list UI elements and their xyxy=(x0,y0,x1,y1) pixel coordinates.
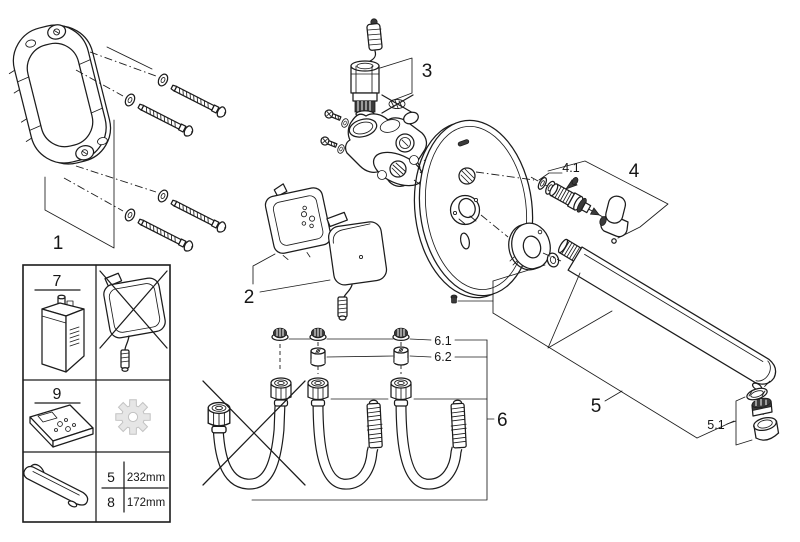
plate-slot xyxy=(459,232,471,250)
mounting-bracket xyxy=(8,24,112,165)
adapter xyxy=(310,347,326,367)
spout-body xyxy=(567,246,777,391)
part3-solenoid-group: 3 xyxy=(350,18,433,127)
hose-crossed-out xyxy=(202,377,306,490)
dimension-value-232mm: 232mm xyxy=(127,472,165,484)
mounting-screw xyxy=(168,81,229,120)
part1-mounting-bracket-group: 1 xyxy=(8,24,229,254)
dimension-table-lines xyxy=(101,461,169,513)
remote-control-icon xyxy=(29,404,94,448)
adapter xyxy=(393,346,409,366)
electronics-cover xyxy=(326,211,388,321)
valve-body-group xyxy=(319,108,449,199)
legend-battery-cell: 7 xyxy=(34,273,85,373)
cross-out-mark xyxy=(202,380,306,486)
legend-label-9: 9 xyxy=(53,386,62,403)
callout-label-3: 3 xyxy=(422,61,433,82)
plate-set-screw xyxy=(450,294,458,304)
screw-washer xyxy=(155,187,171,205)
plate-center-boss xyxy=(449,194,481,226)
part4-callout-lines xyxy=(538,160,669,239)
callout-label-6: 6 xyxy=(497,410,508,431)
dimension-value-172mm: 172mm xyxy=(127,497,165,509)
crossed-out-cover-icon xyxy=(99,270,168,372)
callout-label-4-1: 4.1 xyxy=(562,161,579,175)
handle-screw xyxy=(564,177,579,190)
callout-label-4: 4 xyxy=(629,161,640,182)
escutcheon-plate xyxy=(413,119,535,304)
valve-washer xyxy=(336,143,346,155)
spout-icon xyxy=(23,463,89,508)
part2-callout-lines xyxy=(252,253,331,293)
part1-callout-lines xyxy=(44,46,153,249)
part6-callout-lines xyxy=(251,338,495,501)
lever-handle xyxy=(599,195,629,244)
callout-label-6-1: 6.1 xyxy=(434,334,451,348)
part5-spout-group: 5 5.1 xyxy=(457,238,780,446)
part2-electronics-group: 2 xyxy=(244,183,388,321)
legend-grid-lines xyxy=(22,264,171,523)
legend-crossed-cover-cell xyxy=(99,270,168,372)
hose xyxy=(307,377,384,490)
crossed-out-part-icon xyxy=(381,94,414,114)
solenoid-cable-plug xyxy=(363,18,383,70)
callout-label-1: 1 xyxy=(53,233,64,254)
filter-cap xyxy=(392,327,410,342)
callout-label-6-2: 6.2 xyxy=(434,350,451,364)
battery-pack-icon xyxy=(41,294,85,373)
callout-label-5-1: 5.1 xyxy=(707,418,724,432)
mounting-screw xyxy=(135,215,196,254)
legend-label-7: 7 xyxy=(53,273,62,290)
filter-cap xyxy=(271,327,289,342)
callout-label-5: 5 xyxy=(591,396,602,417)
gear-icon xyxy=(115,399,151,435)
legend-table: 7 xyxy=(22,264,171,523)
legend-dimensions: 5 232mm 8 172mm xyxy=(101,461,169,513)
screw-washer xyxy=(155,71,171,89)
mounting-screw xyxy=(135,100,196,139)
sensor-window xyxy=(457,139,470,147)
callout-label-2: 2 xyxy=(244,287,255,308)
mounting-screw xyxy=(168,196,229,235)
part5-callout-lines xyxy=(457,264,753,446)
part4-handle-group: 4 4.1 xyxy=(530,160,669,244)
rosette-flange xyxy=(508,222,562,271)
valve-screw xyxy=(319,135,339,150)
aerator-parts xyxy=(746,380,780,441)
hose xyxy=(390,377,468,490)
dimension-part-8: 8 xyxy=(107,494,115,510)
dimension-part-5: 5 xyxy=(107,469,115,485)
filter-cap xyxy=(309,327,327,342)
valve-screw xyxy=(323,108,343,123)
solenoid-body xyxy=(350,60,380,127)
part3-callout-lines xyxy=(379,57,413,102)
cartridge-spindle xyxy=(530,176,605,219)
part6-hoses-group: 6.1 6.2 6 xyxy=(202,327,508,501)
screw-washer xyxy=(122,91,138,109)
legend-remote-cell: 9 xyxy=(29,386,94,448)
screw-washer xyxy=(122,206,138,224)
electronics-housing xyxy=(264,183,332,260)
valve-washer xyxy=(340,117,350,129)
